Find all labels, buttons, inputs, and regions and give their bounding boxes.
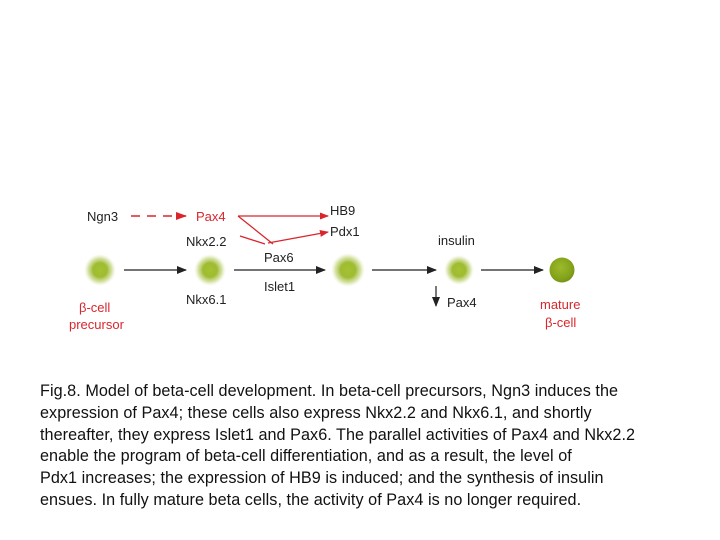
beta-cell-development-diagram: Ngn3 Pax4 Nkx2.2 Nkx6.1 HB9 Pdx1 Pax6 Is… — [69, 203, 580, 332]
caption-line: Fig.8. Model of beta-cell development. I… — [40, 382, 619, 400]
label-mature-line2: β-cell — [545, 315, 576, 330]
mature-cell — [549, 257, 575, 283]
precursor-cell — [84, 254, 116, 286]
stage2-cell — [194, 254, 226, 286]
label-precursor-line2: precursor — [69, 317, 125, 332]
label-islet1: Islet1 — [264, 279, 295, 294]
label-nkx22: Nkx2.2 — [186, 234, 226, 249]
label-pax6: Pax6 — [264, 250, 294, 265]
figure-caption: Fig.8. Model of beta-cell development. I… — [40, 381, 705, 512]
arrow-merge-to-pdx1 — [267, 230, 329, 244]
label-insulin: insulin — [438, 233, 475, 248]
label-precursor-line1: β-cell — [79, 300, 110, 315]
stage3-cell — [331, 253, 365, 287]
label-nkx61: Nkx6.1 — [186, 292, 226, 307]
stage4-cell — [444, 255, 474, 285]
arrow-nkx22-to-pax6 — [239, 235, 266, 245]
label-pdx1: Pdx1 — [330, 224, 360, 239]
label-mature-line1: mature — [540, 297, 580, 312]
label-ngn3: Ngn3 — [87, 209, 118, 224]
label-hb9: HB9 — [330, 203, 355, 218]
label-pax4-top: Pax4 — [196, 209, 226, 224]
caption-line: thereafter, they express Islet1 and Pax6… — [40, 425, 636, 444]
caption-line: ensues. In fully mature beta cells, the … — [40, 490, 582, 509]
caption-line: expression of Pax4; these cells also exp… — [40, 403, 592, 422]
caption-line: enable the program of beta-cell differen… — [40, 447, 572, 466]
caption-line: Pdx1 increases; the expression of HB9 is… — [40, 469, 604, 488]
arrow-pax4-to-pax6 — [237, 215, 274, 245]
label-pax4-bottom: Pax4 — [447, 295, 477, 310]
